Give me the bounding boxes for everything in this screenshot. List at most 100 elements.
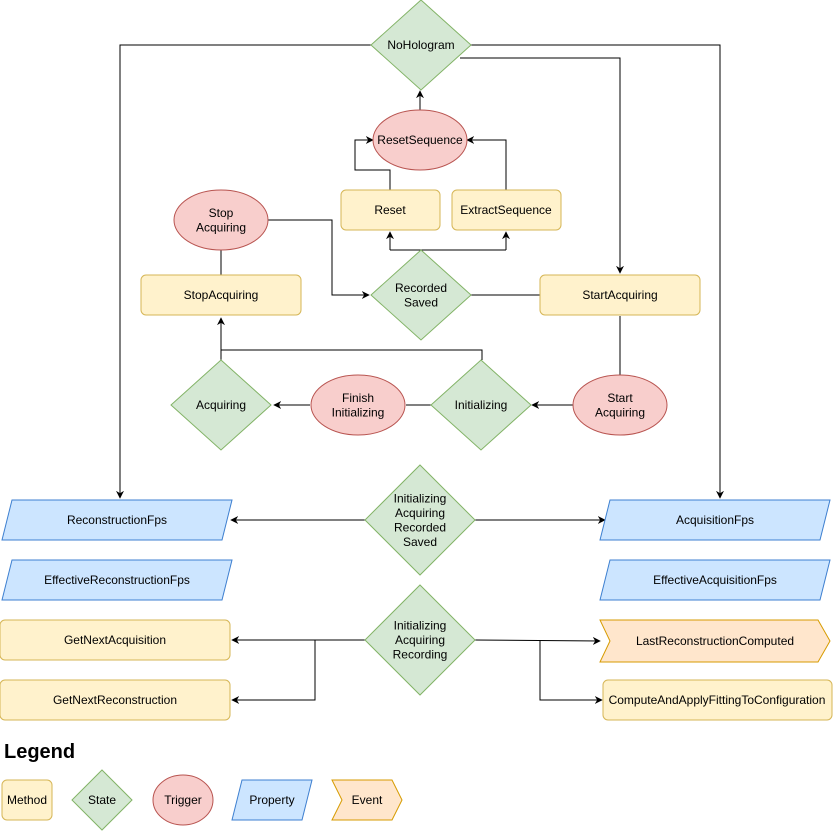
effective-reconstruction-fps-label: EffectiveReconstructionFps bbox=[44, 573, 190, 587]
legend-event-label: Event bbox=[352, 793, 383, 807]
label-line: EffectiveAcquisitionFps bbox=[653, 573, 777, 587]
method-node bbox=[539, 274, 701, 316]
label-line: Initializing bbox=[455, 398, 508, 412]
label-line: Recorded bbox=[395, 281, 447, 295]
label-line: Acquiring bbox=[595, 405, 645, 419]
method-node bbox=[602, 679, 833, 721]
label-line: Property bbox=[249, 793, 294, 807]
effective-acquisition-fps-label: EffectiveAcquisitionFps bbox=[653, 573, 777, 587]
event-node bbox=[599, 619, 831, 663]
legend-trigger-swatch bbox=[152, 774, 214, 826]
get-next-acquisition-label: GetNextAcquisition bbox=[64, 633, 166, 647]
trigger-node bbox=[173, 189, 269, 251]
edge-reset-to-resetsequence bbox=[354, 136, 391, 190]
edge-extractsequence-to-resetsequence bbox=[466, 136, 507, 190]
label-line: Acquiring bbox=[395, 506, 445, 520]
edge-stopacquiring-trigger-to-recordedsaved bbox=[268, 219, 370, 299]
property-node bbox=[599, 499, 831, 541]
legend-trigger-label: Trigger bbox=[164, 793, 202, 807]
label-line: Trigger bbox=[164, 793, 202, 807]
reset-label: Reset bbox=[374, 203, 406, 217]
method-node bbox=[0, 679, 231, 721]
trigger-node bbox=[572, 374, 668, 436]
trigger-node bbox=[310, 374, 406, 436]
label-line: Method bbox=[7, 793, 47, 807]
method-node bbox=[140, 274, 302, 316]
method-node bbox=[0, 619, 231, 661]
method-node bbox=[451, 189, 562, 231]
state-node bbox=[430, 359, 532, 451]
get-next-reconstruction-label: GetNextReconstruction bbox=[53, 693, 177, 707]
property-node bbox=[1, 499, 233, 541]
label-line: StartAcquiring bbox=[582, 288, 657, 302]
stop-acquiring-method-label: StopAcquiring bbox=[184, 288, 259, 302]
label-line: ExtractSequence bbox=[460, 203, 552, 217]
property-node bbox=[1, 559, 233, 601]
label-line: ComputeAndApplyFittingToConfiguration bbox=[609, 693, 826, 707]
start-acquiring-method-label: StartAcquiring bbox=[582, 288, 657, 302]
label-line: Initializing bbox=[394, 619, 447, 633]
legend-property-swatch bbox=[231, 779, 313, 821]
label-line: ResetSequence bbox=[377, 133, 463, 147]
label-line: Initializing bbox=[332, 405, 385, 419]
reset-sequence-label: ResetSequence bbox=[377, 133, 463, 147]
label-line: Recording bbox=[393, 648, 448, 662]
edge-multistate2-to-getnextreconstruction bbox=[231, 640, 316, 704]
initializing-label: Initializing bbox=[455, 398, 508, 412]
label-line: GetNextAcquisition bbox=[64, 633, 166, 647]
trigger-node bbox=[372, 109, 468, 171]
edge-acquiring-initializing-to-stopacquiring bbox=[221, 318, 483, 360]
legend-method-swatch bbox=[1, 779, 53, 821]
label-line: Initializing bbox=[394, 491, 447, 505]
reconstruction-fps-label: ReconstructionFps bbox=[67, 513, 167, 527]
label-line: Saved bbox=[403, 535, 437, 549]
label-line: Stop bbox=[209, 206, 234, 220]
edge-multistate2-to-computeandapply bbox=[539, 640, 603, 704]
label-line: Saved bbox=[404, 295, 438, 309]
label-line: Finish bbox=[342, 391, 374, 405]
label-line: ReconstructionFps bbox=[67, 513, 167, 527]
edge-nohologram-to-startacquiring bbox=[460, 57, 624, 274]
label-line: Acquiring bbox=[196, 398, 246, 412]
label-line: LastReconstructionComputed bbox=[636, 634, 794, 648]
label-line: Start bbox=[607, 391, 633, 405]
label-line: StopAcquiring bbox=[184, 288, 259, 302]
method-node bbox=[340, 189, 441, 231]
label-line: Event bbox=[352, 793, 383, 807]
state-node bbox=[170, 359, 272, 451]
edge-nohologram-to-reconstructionfps bbox=[116, 44, 372, 499]
label-line: EffectiveReconstructionFps bbox=[44, 573, 190, 587]
label-line: NoHologram bbox=[387, 38, 454, 52]
label-line: Acquiring bbox=[196, 220, 246, 234]
property-node bbox=[599, 559, 831, 601]
acquiring-label: Acquiring bbox=[196, 398, 246, 412]
state-node bbox=[370, 249, 472, 341]
label-line: GetNextReconstruction bbox=[53, 693, 177, 707]
legend-method-label: Method bbox=[7, 793, 47, 807]
label-line: State bbox=[88, 793, 116, 807]
state-node bbox=[370, 0, 472, 91]
compute-and-apply-label: ComputeAndApplyFittingToConfiguration bbox=[609, 693, 826, 707]
no-hologram-label: NoHologram bbox=[387, 38, 454, 52]
label-line: Recorded bbox=[394, 520, 446, 534]
acquisition-fps-label: AcquisitionFps bbox=[676, 513, 754, 527]
legend-event-swatch bbox=[331, 779, 403, 821]
legend-property-label: Property bbox=[249, 793, 294, 807]
edge-nohologram-to-acquisitionfps bbox=[470, 44, 724, 499]
legend-state-swatch bbox=[71, 769, 133, 831]
state-node bbox=[364, 464, 476, 576]
label-line: Reset bbox=[374, 203, 406, 217]
last-reconstruction-computed-label: LastReconstructionComputed bbox=[636, 634, 794, 648]
extract-sequence-label: ExtractSequence bbox=[460, 203, 552, 217]
state-node bbox=[364, 584, 476, 696]
edge-multistate2-to-lastreconstructioncomputed bbox=[474, 636, 601, 645]
legend-title: Legend bbox=[4, 741, 75, 763]
legend-state-label: State bbox=[88, 793, 116, 807]
